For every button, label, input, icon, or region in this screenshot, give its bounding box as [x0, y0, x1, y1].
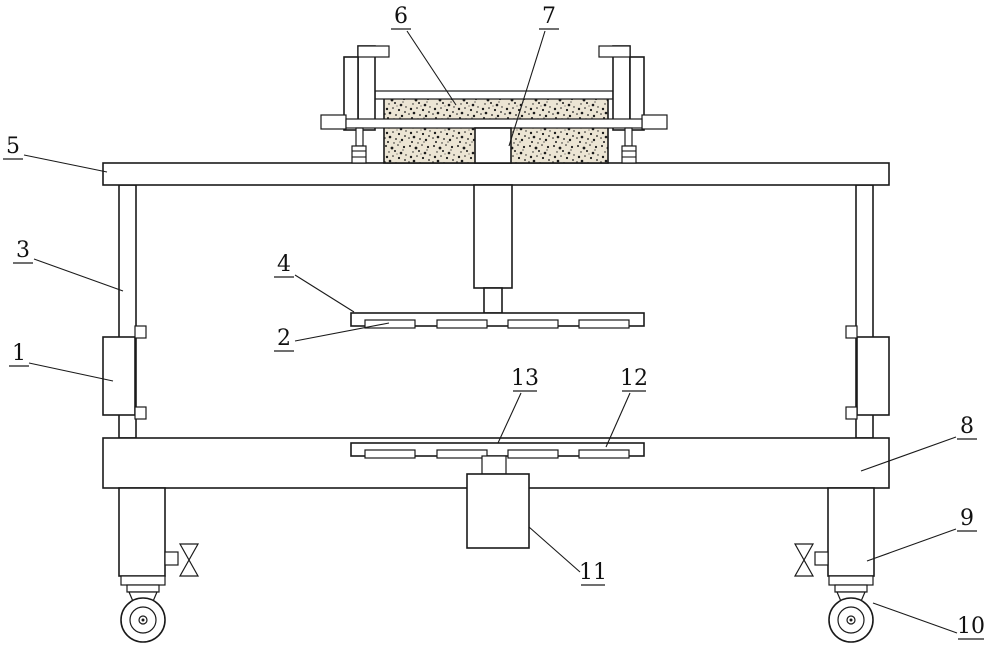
upper-plate-slot: [507, 319, 559, 329]
label-4-text: 4: [277, 252, 291, 277]
left-leg: [118, 487, 166, 577]
label-8-text: 8: [960, 414, 974, 439]
label-4: 4: [274, 252, 355, 313]
label-2-leader: [294, 322, 390, 342]
upper-ram-assembly: [350, 184, 645, 329]
upper-plate-slot: [364, 319, 416, 329]
label-13: 13: [497, 366, 539, 444]
label-12-text: 12: [620, 366, 648, 391]
lower-plate-slot: [507, 449, 559, 459]
lower-hanging-block: [466, 473, 530, 549]
label-2: 2: [274, 322, 390, 352]
label-6: 6: [391, 4, 457, 106]
label-13-leader: [497, 392, 522, 444]
right-leg: [827, 487, 875, 577]
label-3-text: 3: [16, 238, 30, 263]
label-7: 7: [508, 4, 559, 147]
reference-labels: 1 2 3 4 5 6 7: [3, 4, 985, 640]
upper-ram-stub: [483, 287, 503, 314]
right-pin: [641, 114, 668, 130]
label-3-leader: [33, 258, 124, 292]
lower-ram-neck: [481, 455, 507, 475]
left-valve-handle: [178, 543, 200, 577]
right-caster-mount-plate: [828, 575, 874, 586]
left-clamp-arm: [357, 45, 390, 58]
leg-valves: [164, 543, 829, 577]
upper-slotted-plate: [350, 312, 645, 327]
upper-plate-slot: [578, 319, 630, 329]
label-2-text: 2: [277, 326, 291, 351]
right-foot-bolt: [621, 145, 637, 164]
left-caster-swivel: [126, 584, 160, 593]
right-valve-stem: [814, 551, 829, 566]
lower-plate-slot: [364, 449, 416, 459]
label-6-text: 6: [394, 4, 408, 29]
left-caster-mount-plate: [120, 575, 166, 586]
left-foot-bolt: [351, 145, 367, 164]
label-8-leader: [860, 436, 957, 472]
clamp-bar: [345, 118, 643, 129]
mold-lid-plate: [374, 90, 614, 100]
label-12: 12: [605, 366, 648, 448]
label-12-leader: [605, 392, 631, 448]
label-1-text: 1: [12, 341, 26, 366]
label-7-text: 7: [542, 4, 556, 29]
label-3: 3: [13, 238, 124, 292]
right-caster: [828, 575, 874, 643]
left-bracket-top-clip: [134, 325, 147, 339]
left-caster: [120, 575, 166, 643]
left-caster-axle: [141, 618, 145, 622]
label-11: 11: [528, 526, 607, 586]
left-bracket: [102, 336, 136, 416]
left-foot-stem: [355, 127, 364, 147]
label-8: 8: [860, 414, 977, 472]
left-clamp-plate: [343, 56, 359, 131]
right-bracket: [856, 336, 890, 416]
label-11-leader: [528, 526, 581, 573]
label-5-text: 5: [6, 134, 20, 159]
label-5: 5: [3, 134, 108, 173]
upper-ram-shaft: [473, 184, 513, 289]
label-9-leader: [866, 528, 957, 562]
left-pin: [320, 114, 347, 130]
side-brackets: [102, 325, 890, 420]
right-caster-axle: [849, 618, 853, 622]
left-bracket-bottom-clip: [134, 406, 147, 420]
lower-plate-slot: [436, 449, 488, 459]
left-clamp-post: [357, 45, 376, 131]
right-foot-stem: [624, 127, 633, 147]
mold-center-insert: [474, 127, 512, 164]
label-10-text: 10: [957, 614, 985, 639]
right-valve-handle: [793, 543, 815, 577]
label-1: 1: [9, 341, 114, 382]
right-clamp-plate: [629, 56, 645, 131]
lower-plate-assembly: [350, 442, 645, 549]
label-6-leader: [406, 30, 457, 106]
legs: [118, 487, 875, 577]
right-caster-swivel: [834, 584, 868, 593]
label-9-text: 9: [960, 506, 974, 531]
label-10: 10: [872, 602, 985, 640]
top-plate: [102, 162, 890, 186]
label-5-leader: [23, 154, 108, 173]
label-11-text: 11: [579, 560, 607, 585]
top-mold-assembly: [320, 45, 668, 164]
left-valve-stem: [164, 551, 179, 566]
label-10-leader: [872, 602, 958, 634]
label-9: 9: [866, 506, 977, 562]
right-bracket-top-clip: [845, 325, 858, 339]
label-13-text: 13: [511, 366, 539, 391]
upper-plate-slot: [436, 319, 488, 329]
label-7-leader: [508, 30, 546, 147]
right-clamp-post: [612, 45, 631, 131]
label-4-leader: [294, 274, 355, 313]
right-bracket-bottom-clip: [845, 406, 858, 420]
label-1-leader: [28, 362, 114, 382]
right-clamp-arm: [598, 45, 631, 58]
lower-plate-slot: [578, 449, 630, 459]
